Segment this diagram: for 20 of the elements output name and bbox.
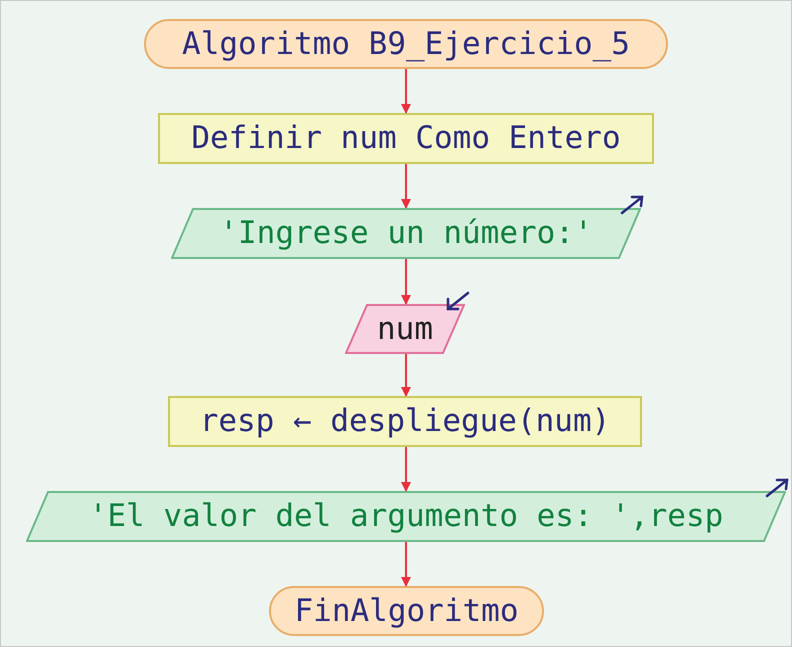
node-text: Algoritmo B9_Ejercicio_5 xyxy=(182,28,630,60)
node-text: resp ← despliegue(num) xyxy=(200,406,610,437)
arrow xyxy=(401,259,411,305)
arrow xyxy=(401,542,411,587)
process-box xyxy=(168,396,642,447)
terminal-pill xyxy=(269,586,544,636)
arrow xyxy=(401,354,411,397)
output-parallelogram xyxy=(171,208,641,259)
output-parallelogram xyxy=(26,491,786,542)
node-text: 'El valor del argumento es: ',resp xyxy=(88,501,724,532)
node-text: 'Ingrese un número:' xyxy=(219,218,593,249)
process-box xyxy=(158,113,654,164)
arrow xyxy=(401,447,411,492)
terminal-pill xyxy=(144,19,668,69)
input-parallelogram xyxy=(345,304,465,354)
arrow xyxy=(401,69,411,114)
arrow xyxy=(401,164,411,209)
node-text: Definir num Como Entero xyxy=(191,123,621,154)
node-text: FinAlgoritmo xyxy=(294,596,518,626)
node-text: num xyxy=(377,314,433,344)
